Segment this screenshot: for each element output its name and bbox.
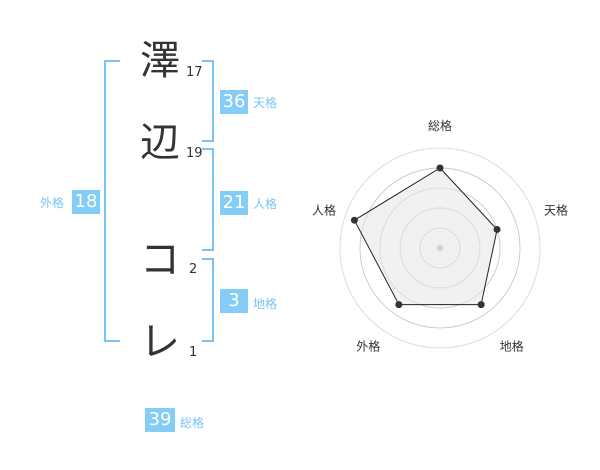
stroke-count-3: 2: [189, 262, 198, 277]
jinkaku-bracket: [202, 148, 214, 251]
stroke-count-1: 17: [186, 65, 203, 80]
radar-axis-label-3: 地格: [500, 339, 524, 354]
gaikaku-value: 18: [72, 190, 100, 214]
tenkaku-value: 36: [220, 90, 248, 114]
radar-point-3: [477, 301, 485, 309]
radar-point-4: [395, 301, 403, 309]
stroke-count-4: 1: [189, 345, 198, 360]
radar-axis-label-5: 人格: [312, 202, 336, 217]
radar-point-5: [350, 216, 358, 224]
chikaku-label: 地格: [253, 297, 278, 311]
name-char-4: レ: [140, 319, 180, 365]
radar-point-1: [436, 164, 444, 172]
gaikaku-bracket: [104, 60, 120, 342]
chikaku-value: 3: [220, 289, 248, 313]
chikaku-bracket: [202, 258, 214, 342]
radar-area: [353, 167, 498, 306]
soukaku-value: 39: [145, 408, 175, 432]
tenkaku-bracket: [202, 60, 214, 142]
jinkaku-value: 21: [220, 191, 248, 215]
tenkaku-label: 天格: [253, 96, 278, 110]
radar-axis-label-2: 天格: [544, 202, 568, 217]
radar-axis-label-4: 外格: [356, 339, 380, 354]
gaikaku-label: 外格: [40, 196, 65, 210]
name-char-3: コ: [140, 237, 180, 283]
radar-point-2: [493, 225, 501, 233]
name-char-1: 澤: [140, 38, 180, 84]
stroke-count-2: 19: [186, 146, 203, 161]
radar-axis-label-1: 総格: [428, 118, 452, 133]
radar-points: [350, 164, 501, 309]
jinkaku-label: 人格: [253, 197, 278, 211]
soukaku-label: 総格: [180, 416, 205, 430]
name-char-2: 辺: [140, 120, 180, 166]
